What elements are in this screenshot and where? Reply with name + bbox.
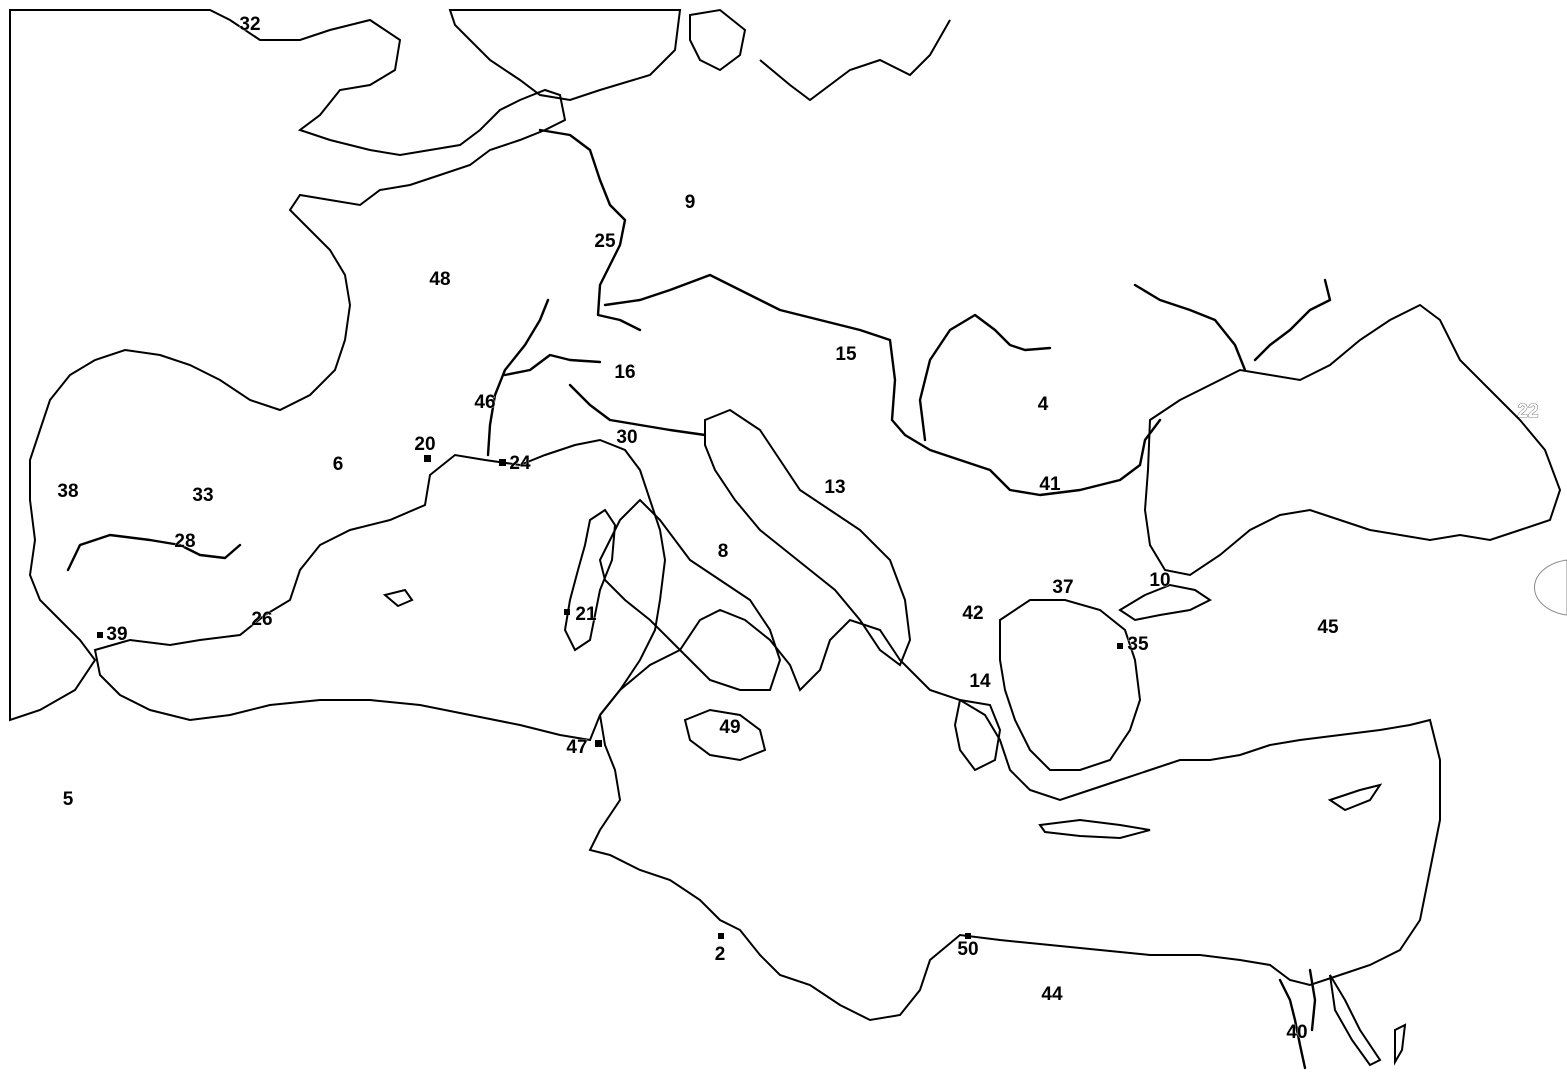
cyprus	[1327, 783, 1383, 812]
black-sea	[1143, 303, 1562, 577]
label-16: 16	[614, 362, 635, 383]
nile-river	[1278, 978, 1307, 1070]
ebro-river	[66, 533, 242, 572]
label-4: 4	[1038, 394, 1049, 415]
gulf-of-aqaba	[1394, 1023, 1407, 1066]
label-25: 25	[594, 231, 616, 252]
label-35: 35	[1127, 634, 1149, 655]
danube-river	[603, 273, 1162, 497]
marker-24	[499, 459, 506, 466]
label-26: 26	[251, 609, 272, 630]
western-mediterranean	[93, 438, 667, 742]
sea-of-marmara	[1118, 583, 1212, 622]
label-22: 22	[1517, 401, 1538, 422]
rhine-river	[538, 128, 642, 332]
adriatic-sea	[704, 408, 912, 667]
marker-21	[564, 609, 570, 615]
dnieper-river	[1133, 283, 1247, 372]
label-41: 41	[1039, 474, 1061, 495]
sicily	[683, 708, 767, 762]
aegean-sea	[999, 599, 1142, 771]
red-sea-arm	[1329, 974, 1382, 1067]
label-15: 15	[835, 344, 857, 365]
north-sea	[448, 9, 682, 102]
peloponnese	[953, 698, 1002, 772]
sardinia-corsica	[563, 508, 617, 652]
label-5: 5	[63, 789, 74, 810]
tisza-river	[918, 313, 1052, 442]
label-32: 32	[239, 14, 260, 35]
label-33: 33	[192, 485, 213, 506]
marker-50	[965, 933, 971, 939]
label-14: 14	[969, 671, 991, 692]
label-8: 8	[718, 541, 729, 562]
label-44: 44	[1041, 984, 1063, 1005]
po-river	[568, 383, 707, 437]
marker-20	[424, 455, 431, 462]
label-20: 20	[414, 434, 435, 455]
tyrrhenian-sea	[598, 498, 782, 691]
crete	[1038, 818, 1151, 840]
label-21: 21	[575, 604, 597, 625]
marker-2	[718, 933, 724, 939]
label-28: 28	[174, 531, 195, 552]
label-50: 50	[957, 939, 978, 960]
atlantic-ocean	[9, 9, 567, 722]
marker-47	[595, 740, 602, 747]
label-39: 39	[106, 624, 127, 645]
nile-river-east-branch	[1308, 968, 1317, 1032]
label-10: 10	[1149, 570, 1170, 591]
label-9: 9	[685, 192, 696, 213]
page-edge-notch	[1534, 559, 1567, 616]
marker-35	[1117, 643, 1123, 649]
balearic-island	[382, 588, 414, 608]
label-6: 6	[333, 454, 344, 475]
label-47: 47	[566, 737, 587, 758]
label-45: 45	[1317, 617, 1339, 638]
rhone-river	[486, 298, 550, 457]
label-37: 37	[1052, 577, 1073, 598]
label-2: 2	[715, 944, 726, 965]
baltic-coast	[759, 19, 951, 102]
label-38: 38	[57, 481, 78, 502]
label-13: 13	[824, 477, 845, 498]
loire-river	[503, 353, 602, 377]
label-49: 49	[719, 717, 740, 738]
baltic-fragment	[689, 8, 747, 72]
label-24: 24	[509, 453, 531, 474]
label-46: 46	[474, 392, 495, 413]
marker-39	[97, 632, 103, 638]
label-40: 40	[1286, 1022, 1307, 1043]
label-30: 30	[616, 427, 637, 448]
label-48: 48	[429, 269, 450, 290]
eastern-mediterranean	[588, 608, 1441, 1022]
don-river	[1253, 278, 1332, 362]
label-42: 42	[962, 603, 983, 624]
